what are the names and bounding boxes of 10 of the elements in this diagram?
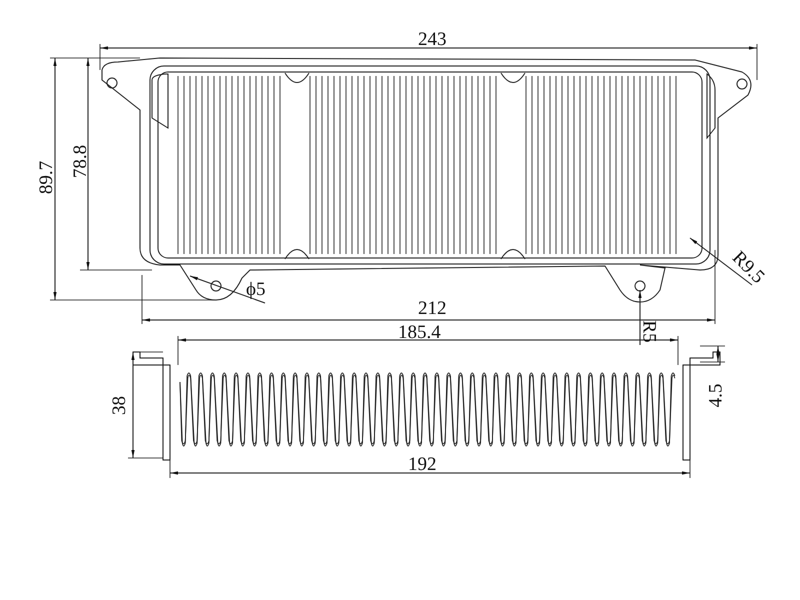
dimension-label: 192 [408, 455, 436, 474]
dimension-label: 38 [110, 396, 129, 415]
dimension-label: 212 [418, 299, 446, 318]
dimension-label: 185.4 [398, 323, 441, 342]
dimension-label: 243 [418, 30, 446, 49]
dimension-label: 89.7 [37, 160, 56, 194]
dimension-label: 78.8 [71, 144, 90, 178]
dimension-label: ϕ5 [246, 280, 266, 299]
dimension-label: 4.5 [706, 384, 726, 408]
dimension-label: R5 [640, 320, 659, 343]
